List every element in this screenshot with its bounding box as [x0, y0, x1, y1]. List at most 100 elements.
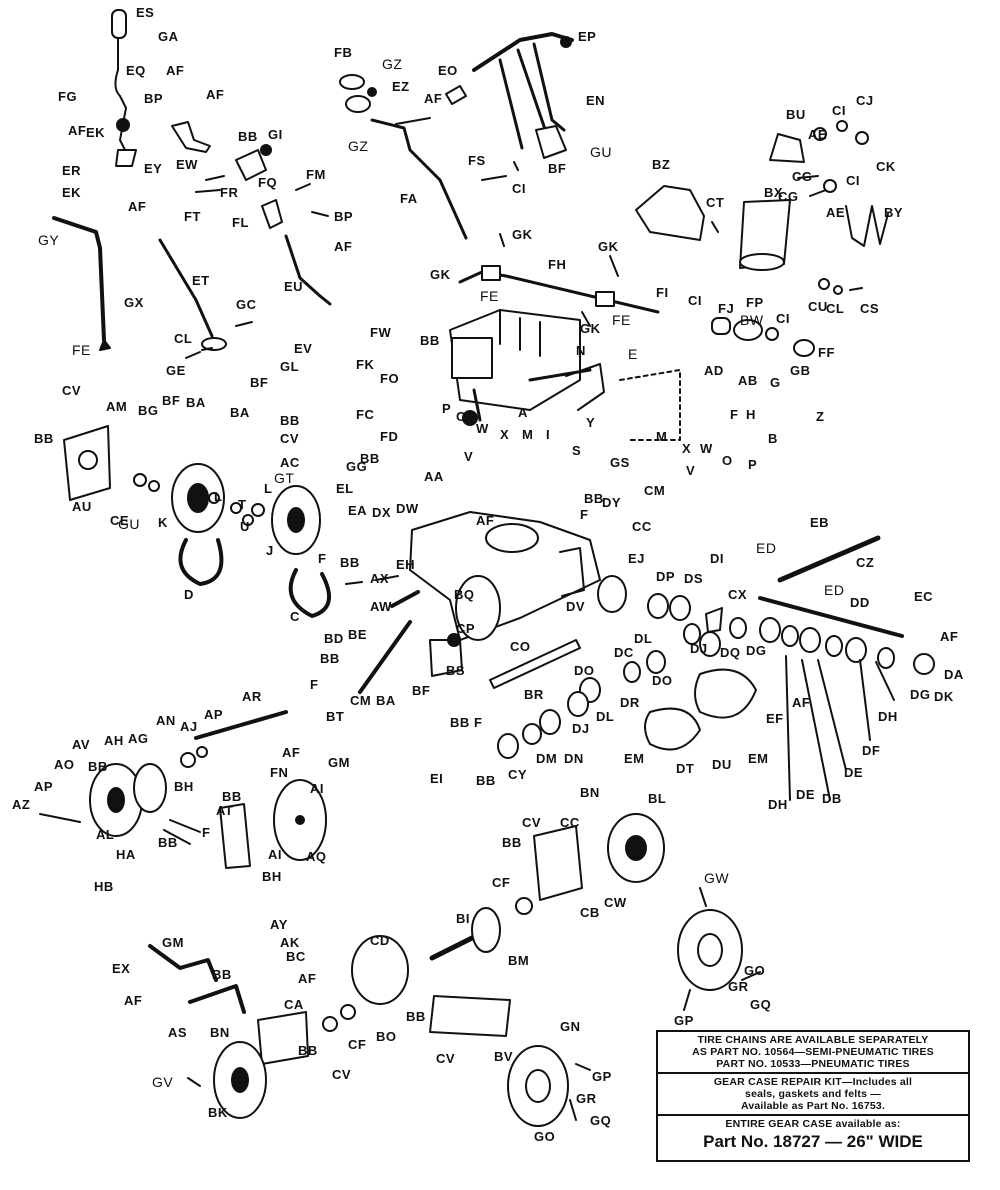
- part-label: GK: [598, 239, 619, 254]
- part-label: DY: [602, 495, 622, 510]
- part-label: BB: [88, 759, 108, 774]
- part-label: GW: [704, 870, 730, 886]
- part-label: BM: [508, 953, 530, 968]
- part-label: GS: [610, 455, 630, 470]
- part-label: CU: [808, 299, 828, 314]
- tire-chains-line-2: AS PART NO. 10564—SEMI-PNEUMATIC TIRES: [692, 1046, 934, 1058]
- part-label: BO: [376, 1029, 397, 1044]
- part-label: DV: [566, 599, 586, 614]
- part-label: BS: [446, 663, 466, 678]
- part-label: CT: [706, 195, 725, 210]
- part-label: AF: [206, 87, 225, 102]
- part-label: DA: [944, 667, 964, 682]
- part-label: FO: [380, 371, 400, 386]
- part-label: EW: [176, 157, 198, 172]
- part-label: FL: [232, 215, 249, 230]
- part-label: EK: [62, 185, 82, 200]
- part-label: FS: [468, 153, 486, 168]
- part-label: DE: [796, 787, 816, 802]
- part-label: BW: [740, 312, 764, 328]
- part-label: FE: [612, 312, 631, 328]
- part-label: CC: [632, 519, 652, 534]
- part-label: BB: [212, 967, 232, 982]
- part-label: AP: [34, 779, 54, 794]
- repair-kit-line-2: seals, gaskets and felts —: [745, 1088, 881, 1100]
- part-label: FF: [818, 345, 835, 360]
- part-label: BE: [348, 627, 368, 642]
- part-label: EV: [294, 341, 313, 356]
- part-label: FJ: [718, 301, 735, 316]
- part-label: HB: [94, 879, 114, 894]
- part-label: BR: [524, 687, 544, 702]
- part-label: GZ: [348, 138, 369, 154]
- gear-case-line: ENTIRE GEAR CASE available as:: [725, 1118, 901, 1130]
- part-label: W: [476, 421, 489, 436]
- part-label: AT: [216, 803, 234, 818]
- part-label: Y: [586, 415, 596, 430]
- part-label: BN: [210, 1025, 230, 1040]
- part-label: BB: [450, 715, 470, 730]
- part-label: L: [264, 481, 273, 496]
- part-label: CV: [332, 1067, 352, 1082]
- part-label: GP: [674, 1013, 694, 1028]
- part-label: F: [202, 825, 211, 840]
- part-label: BI: [456, 911, 470, 926]
- part-label: BD: [324, 631, 344, 646]
- part-label: GY: [38, 232, 60, 248]
- part-label: AB: [738, 373, 758, 388]
- part-label: CC: [560, 815, 580, 830]
- part-label: AF: [68, 123, 87, 138]
- part-label: FT: [184, 209, 201, 224]
- part-label: DX: [372, 505, 392, 520]
- belts-and-pulleys: [63, 425, 332, 618]
- part-label: DP: [656, 569, 676, 584]
- part-label: BB: [298, 1043, 318, 1058]
- part-label: ES: [136, 5, 155, 20]
- part-label: AF: [940, 629, 959, 644]
- part-label: BT: [326, 709, 345, 724]
- part-label: BB: [222, 789, 242, 804]
- part-label: GG: [346, 459, 368, 474]
- auger-housing: [345, 511, 601, 694]
- part-label: AQ: [306, 849, 327, 864]
- part-label: GN: [560, 1019, 581, 1034]
- part-label: AF: [124, 993, 143, 1008]
- handle-control-rod: [339, 74, 468, 240]
- part-label: CW: [604, 895, 627, 910]
- part-label: AU: [72, 499, 92, 514]
- part-label: DH: [878, 709, 898, 724]
- part-label: GL: [280, 359, 300, 374]
- part-label: BB: [280, 413, 300, 428]
- part-label: AI: [268, 847, 282, 862]
- gear-case-note: ENTIRE GEAR CASE available as: Part No. …: [658, 1116, 968, 1156]
- part-label: EM: [748, 751, 769, 766]
- part-label: W: [700, 441, 713, 456]
- part-label: V: [464, 449, 474, 464]
- handle-bracket: [472, 32, 574, 181]
- part-label: DU: [712, 757, 732, 772]
- part-label: GM: [162, 935, 184, 950]
- part-label: AA: [424, 469, 444, 484]
- part-label: GK: [430, 267, 451, 282]
- part-label: AP: [204, 707, 224, 722]
- part-label: DN: [564, 751, 584, 766]
- part-label: EA: [348, 503, 368, 518]
- part-label: AK: [280, 935, 300, 950]
- part-label: AO: [54, 757, 75, 772]
- part-label: EH: [396, 557, 416, 572]
- part-label: GQ: [750, 997, 772, 1012]
- part-label: FE: [480, 288, 499, 304]
- part-label: GO: [744, 963, 766, 978]
- part-label: AC: [280, 455, 300, 470]
- part-label: FP: [746, 295, 764, 310]
- part-label: F: [580, 507, 589, 522]
- part-label: EL: [336, 481, 354, 496]
- part-label: T: [238, 497, 247, 512]
- part-label: AX: [370, 571, 390, 586]
- part-label: DL: [596, 709, 615, 724]
- part-label: DQ: [720, 645, 741, 660]
- repair-kit-line-3: Available as Part No. 16753.: [740, 1100, 886, 1112]
- part-label: DD: [850, 595, 870, 610]
- part-label: FI: [656, 285, 669, 300]
- part-label: X: [500, 427, 510, 442]
